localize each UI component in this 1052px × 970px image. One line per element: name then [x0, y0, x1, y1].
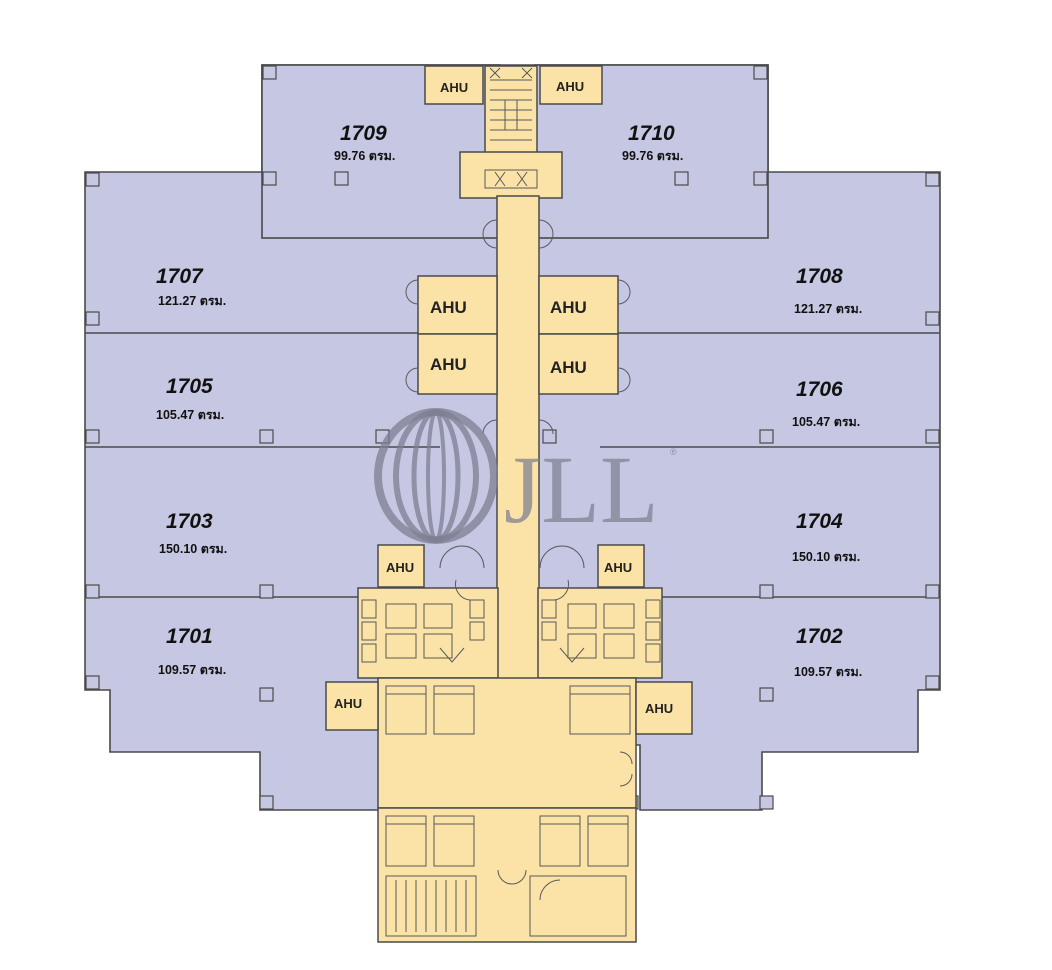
unit-1709-area: 99.76 ตรม.	[334, 149, 395, 163]
ahu-room-1702	[635, 681, 693, 735]
watermark-registered: ®	[670, 447, 677, 457]
unit-1707-area: 121.27 ตรม.	[158, 294, 226, 308]
unit-1701-number: 1701	[166, 625, 213, 648]
unit-1706-number: 1706	[796, 378, 843, 401]
unit-1703-area: 150.10 ตรม.	[159, 542, 227, 556]
ahu-label: AHU	[386, 560, 414, 575]
unit-1706-area: 105.47 ตรม.	[792, 415, 860, 429]
bottom-core	[377, 807, 637, 943]
jll-watermark: JLL ®	[374, 408, 677, 544]
unit-1702-number: 1702	[796, 625, 843, 648]
unit-1704-area: 150.10 ตรม.	[792, 550, 860, 564]
unit-1704-number: 1704	[796, 510, 843, 533]
unit-1705-number: 1705	[166, 375, 213, 398]
jll-logo-rings-icon	[374, 408, 498, 544]
ahu-label: AHU	[440, 80, 468, 95]
unit-labels: 1709 99.76 ตรม. 1710 99.76 ตรม. 1707 121…	[156, 122, 862, 679]
unit-1710-number: 1710	[628, 122, 675, 145]
unit-1708-area: 121.27 ตรม.	[794, 302, 862, 316]
central-corridor	[496, 195, 540, 737]
ahu-label: AHU	[604, 560, 632, 575]
ahu-room-1703	[377, 544, 425, 588]
core-zone	[357, 65, 663, 943]
ahu-room-1710	[539, 65, 603, 105]
ahu-room-1708-b	[538, 333, 619, 395]
unit-1701-area: 109.57 ตรม.	[158, 663, 226, 677]
ahu-label: AHU	[556, 79, 584, 94]
ahu-room-1704	[597, 544, 645, 588]
ahu-room-1707-b	[417, 333, 498, 395]
watermark-brand: JLL	[504, 436, 659, 543]
ahu-room-1708-a	[538, 275, 619, 335]
lower-core-right	[537, 587, 663, 679]
ahu-room-1709	[424, 65, 484, 105]
ahu-label: AHU	[430, 298, 467, 317]
unit-1705-area: 105.47 ตรม.	[156, 408, 224, 422]
ahu-label: AHU	[550, 298, 587, 317]
unit-1710-area: 99.76 ตรม.	[622, 149, 683, 163]
ahu-labels: AHU AHU AHU AHU AHU AHU AHU AHU AHU AHU	[334, 79, 673, 716]
unit-divisions	[85, 332, 940, 598]
ahu-label: AHU	[550, 358, 587, 377]
ahu-rooms	[325, 65, 693, 735]
unit-1707-number: 1707	[156, 265, 204, 288]
top-lobby	[459, 151, 563, 199]
ahu-room-1707-a	[417, 275, 498, 335]
core-details	[361, 67, 661, 937]
ahu-label: AHU	[430, 355, 467, 374]
unit-1702-area: 109.57 ตรม.	[794, 665, 862, 679]
unit-1709-number: 1709	[340, 122, 387, 145]
ahu-label: AHU	[334, 696, 362, 711]
top-core	[484, 65, 538, 157]
columns	[85, 65, 940, 810]
ahu-room-1701	[325, 681, 379, 731]
unit-1703-number: 1703	[166, 510, 213, 533]
lower-lobby	[377, 677, 637, 809]
unit-1708-number: 1708	[796, 265, 843, 288]
lower-core-left	[357, 587, 499, 679]
ahu-label: AHU	[645, 701, 673, 716]
